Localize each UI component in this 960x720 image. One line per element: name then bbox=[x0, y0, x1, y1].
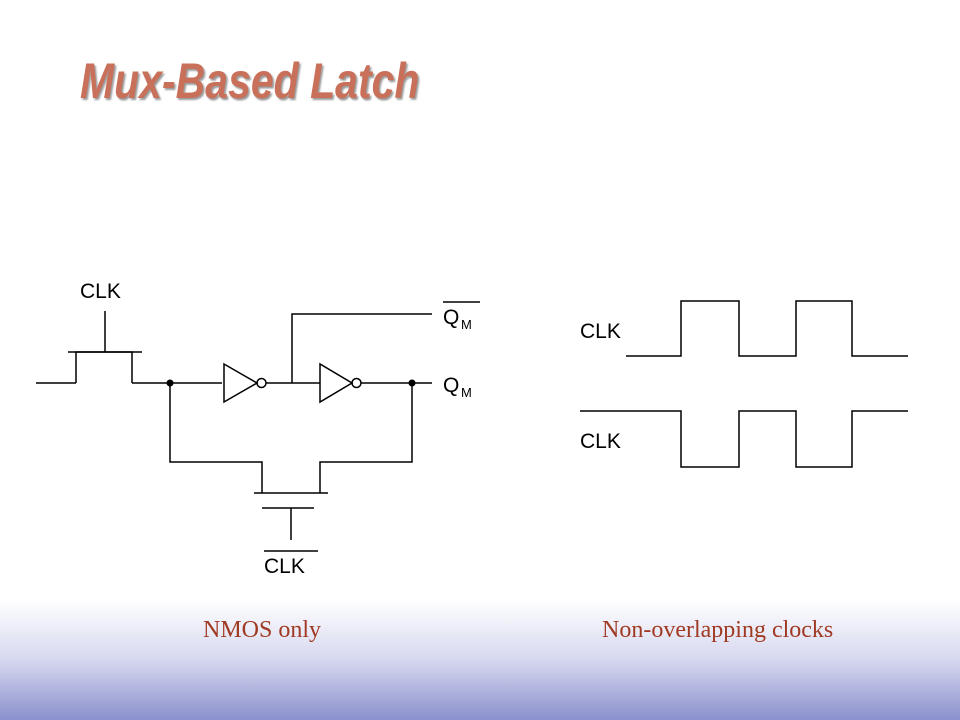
qm-subscript: M bbox=[461, 385, 472, 400]
clk-label: CLK bbox=[80, 280, 121, 303]
bottom-nmos-transistor bbox=[254, 492, 328, 540]
qmb-subscript: M bbox=[461, 317, 472, 332]
nmos-only-caption: NMOS only bbox=[203, 617, 322, 643]
waveform-clkb-label: CLK bbox=[580, 430, 621, 453]
clkb-label: CLK bbox=[264, 555, 305, 578]
slide-title: Mux-Based Latch bbox=[80, 53, 420, 109]
qmb-label: Q bbox=[443, 306, 459, 329]
clkb-waveform bbox=[626, 410, 908, 468]
inverter-2 bbox=[319, 362, 362, 404]
waveform-clk-label: CLK bbox=[580, 320, 621, 343]
qm-label: Q bbox=[443, 374, 459, 397]
qmb-output-wire bbox=[291, 313, 432, 383]
feedback-right-wire bbox=[319, 383, 413, 493]
top-nmos-transistor bbox=[68, 311, 142, 383]
junction-dot-right bbox=[408, 379, 416, 387]
feedback-left-wire bbox=[169, 383, 263, 493]
inverter-1 bbox=[223, 362, 267, 404]
clk-waveform bbox=[626, 300, 908, 357]
non-overlapping-clocks-caption: Non-overlapping clocks bbox=[602, 617, 834, 643]
junction-dot-left bbox=[166, 379, 174, 387]
